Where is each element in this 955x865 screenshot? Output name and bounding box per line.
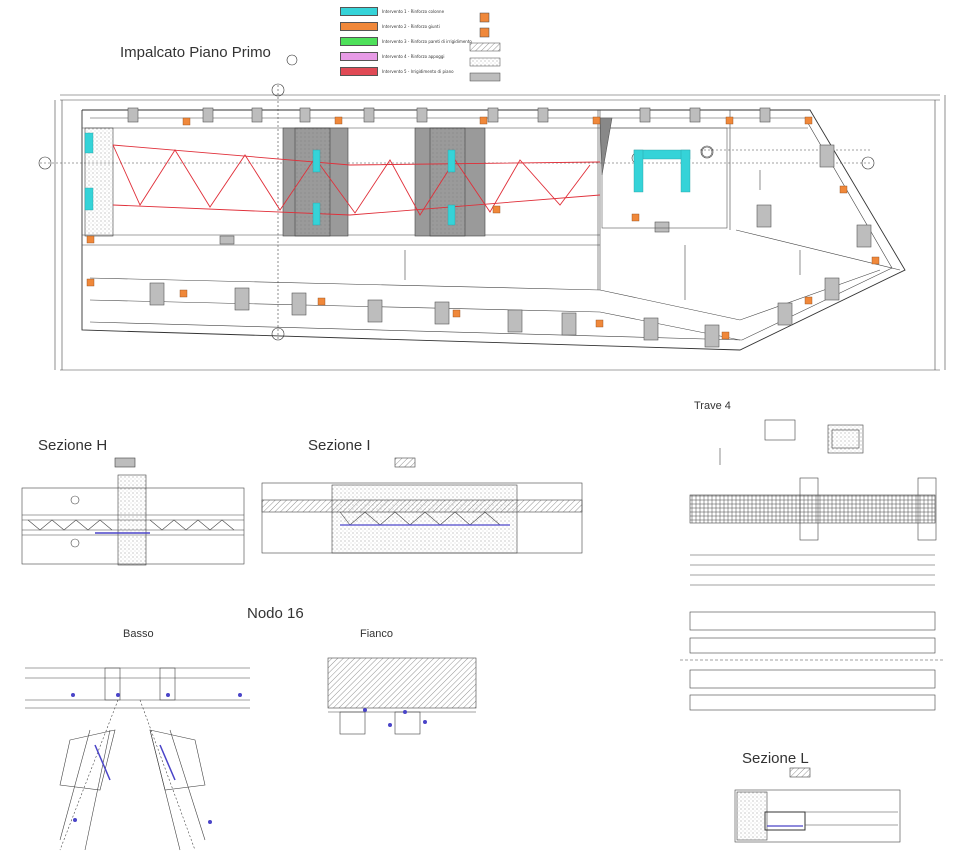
plan-drawing — [40, 85, 946, 371]
nodo-16-title: Nodo 16 — [247, 605, 304, 622]
nodo-16-fianco-drawing — [327, 657, 477, 735]
legend-swatch-red — [340, 67, 378, 76]
fianco-label: Fianco — [360, 628, 394, 640]
legend-label: Intervento 2 - Rinforzo giunti — [382, 24, 440, 29]
orange-joint-markers — [86, 116, 880, 340]
legend-item-4: Intervento 4 - Rinforzo appoggi — [340, 52, 444, 61]
section-h-drawing — [21, 457, 245, 566]
cyan-reinforcements — [84, 132, 691, 226]
truss-bracing — [112, 144, 601, 216]
legend-symbols — [469, 12, 501, 82]
legend-item-5: Intervento 5 - Irrigidimento di piano — [340, 67, 454, 76]
plan-title: Impalcato Piano Primo — [120, 44, 271, 61]
trave-4-title: Trave 4 — [694, 400, 731, 412]
legend-swatch-cyan — [340, 7, 378, 16]
section-i-drawing — [261, 457, 583, 554]
legend-swatch-green — [340, 37, 378, 46]
legend-item-1: Intervento 1 - Rinforzo colonne — [340, 7, 444, 16]
legend-label: Intervento 4 - Rinforzo appoggi — [382, 54, 445, 59]
section-l-title: Sezione L — [742, 750, 809, 767]
section-h-title: Sezione H — [38, 437, 108, 454]
nodo-16-basso-drawing — [25, 667, 250, 851]
section-l-drawing — [734, 767, 901, 843]
legend-label: Intervento 5 - Irrigidimento di piano — [382, 69, 454, 74]
legend-label: Intervento 1 - Rinforzo colonne — [382, 9, 445, 14]
legend-swatch-orange — [340, 22, 378, 31]
trave-4-drawing — [680, 419, 945, 711]
legend-label: Intervento 3 - Rinforzo pareti di irrigi… — [382, 39, 472, 44]
legend-item-3: Intervento 3 - Rinforzo pareti di irrigi… — [340, 37, 472, 46]
legend-swatch-pink — [340, 52, 378, 61]
legend-item-2: Intervento 2 - Rinforzo giunti — [340, 22, 440, 31]
section-i-title: Sezione I — [308, 437, 371, 454]
basso-label: Basso — [123, 628, 154, 640]
section-markers — [38, 54, 875, 341]
